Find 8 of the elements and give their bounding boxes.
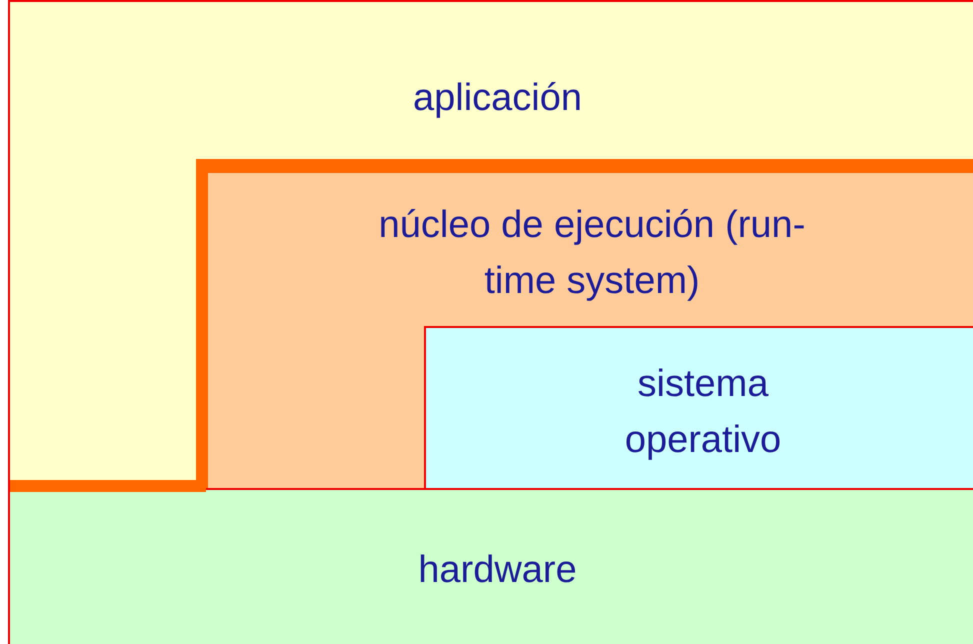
layer-label: núcleo de ejecución (run-time system) (378, 203, 806, 304)
layer-label: aplicación (412, 76, 583, 121)
layer-region (196, 159, 973, 490)
layer-label: hardware (417, 548, 578, 593)
layer-region (8, 0, 973, 490)
layer-region (8, 488, 973, 644)
layer-label: sistema operativo (624, 362, 782, 463)
layer-region (424, 326, 973, 490)
